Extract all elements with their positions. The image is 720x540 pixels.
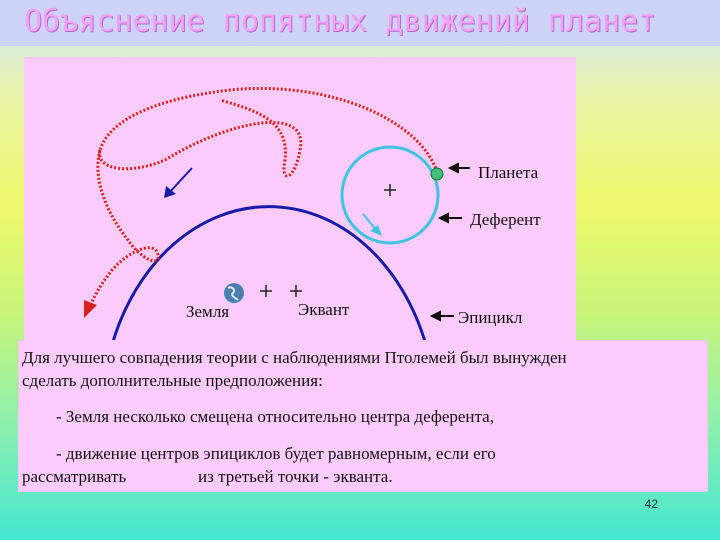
slide-title: Объяснение попятных движений планет bbox=[24, 4, 657, 39]
text-line-4: - движение центров эпициклов будет равно… bbox=[56, 444, 496, 463]
trajectory-arrowhead bbox=[84, 300, 97, 318]
deferent-pointer bbox=[437, 212, 462, 224]
planet-pointer bbox=[447, 162, 470, 174]
epicycle-pointer bbox=[429, 310, 454, 322]
deferent-circle bbox=[110, 205, 428, 346]
deferent-arrow bbox=[167, 167, 193, 195]
epicycle-label: Эпицикл bbox=[458, 308, 523, 327]
epicycle-circle bbox=[340, 145, 440, 245]
title-bar: Объяснение попятных движений планет bbox=[0, 0, 720, 46]
deferent-label: Деферент bbox=[470, 210, 541, 229]
text-line-2: сделать дополнительные предположения: bbox=[22, 371, 323, 390]
diagram-panel bbox=[24, 57, 576, 342]
equant-marker bbox=[290, 285, 302, 297]
epicycle-center-marker bbox=[384, 184, 396, 196]
deferent-center-marker bbox=[260, 285, 272, 297]
explanation-box: Для лучшего совпадения теории с наблюден… bbox=[18, 340, 708, 492]
page-number: 42 bbox=[644, 497, 658, 511]
text-line-5b: из третьей точки - экванта. bbox=[198, 467, 393, 486]
earth-label: Земля bbox=[186, 302, 230, 321]
text-line-5a: рассматривать bbox=[22, 467, 127, 486]
text-line-3: - Земля несколько смещена относительно ц… bbox=[56, 407, 494, 426]
planet-trajectory bbox=[86, 87, 439, 313]
equant-label: Эквант bbox=[298, 300, 350, 319]
text-line-1: Для лучшего совпадения теории с наблюден… bbox=[22, 348, 567, 367]
planet-label: Планета bbox=[478, 163, 539, 182]
planet-dot bbox=[430, 167, 444, 181]
